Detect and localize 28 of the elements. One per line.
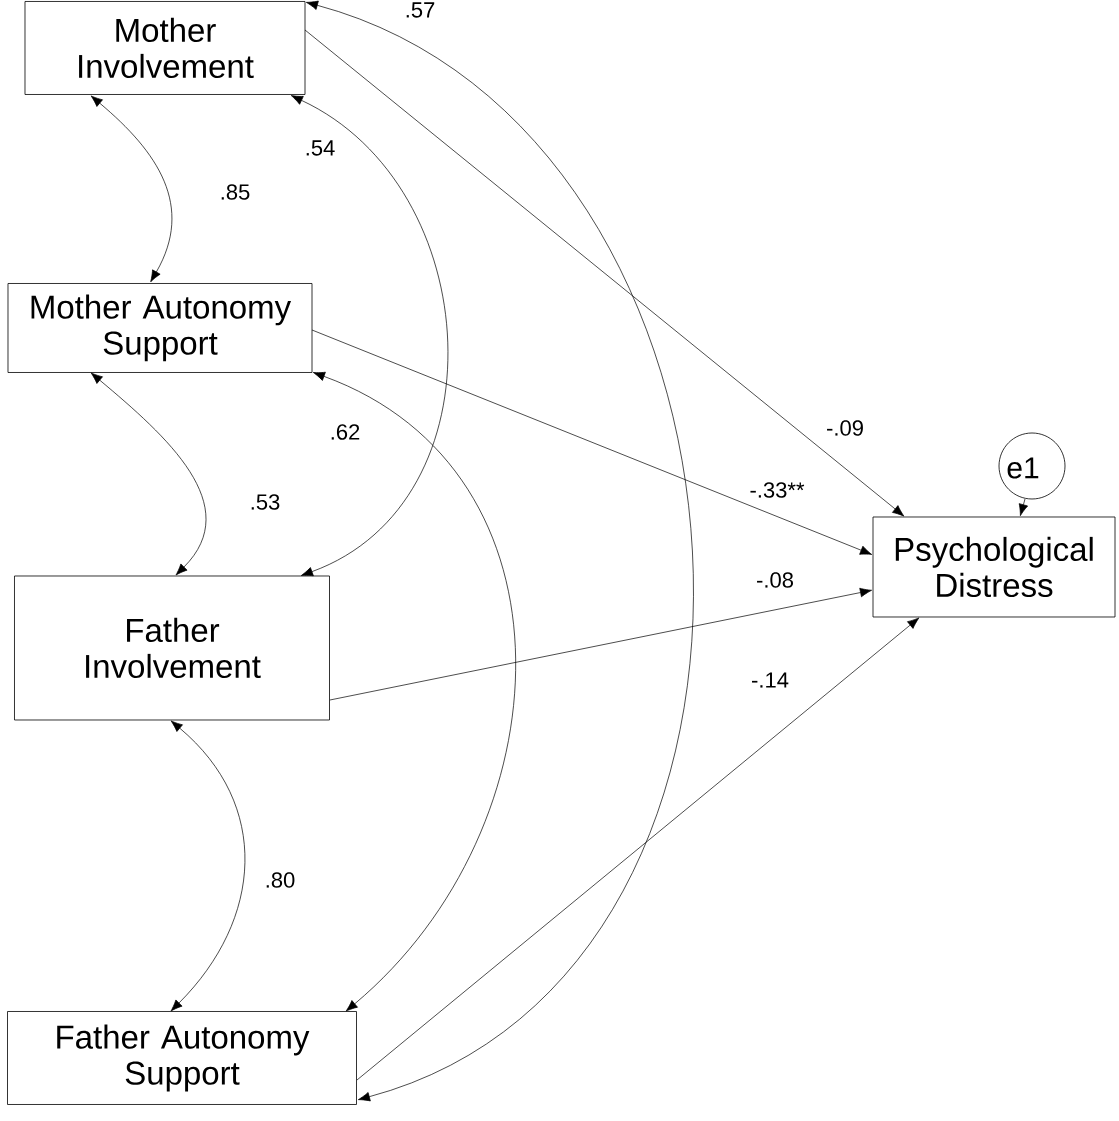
covariance-arrow <box>306 0 693 1102</box>
edge-label: -.14 <box>750 671 790 689</box>
variable-box: Father Autonomy Support <box>7 1011 357 1105</box>
path-arrow <box>304 29 905 517</box>
edge-label: .57 <box>403 1 437 19</box>
covariance-arrow <box>290 95 449 577</box>
edge-label: .53 <box>248 493 282 511</box>
edge-label: -.09 <box>825 419 865 437</box>
path-arrow <box>356 617 920 1081</box>
path-arrow <box>311 329 873 555</box>
covariance-arrow <box>90 372 207 576</box>
variable-box: Mother Involvement <box>24 1 306 95</box>
covariance-arrow <box>170 720 246 1012</box>
variable-box: Mother Autonomy Support <box>7 283 313 373</box>
error-label: e1 <box>1007 457 1039 479</box>
covariance-arrow <box>312 371 516 1012</box>
edge-label: .85 <box>218 183 252 201</box>
edge-label: .62 <box>328 423 362 441</box>
variable-box: Father Involvement <box>14 575 330 721</box>
variable-box: Psychological Distress <box>872 516 1116 618</box>
edge-label: -.33** <box>748 481 806 499</box>
covariance-arrow <box>90 95 173 283</box>
path-arrow <box>1018 498 1028 516</box>
edge-label: -.08 <box>755 571 795 589</box>
edge-label: .54 <box>303 139 337 157</box>
edge-label: .80 <box>263 871 297 889</box>
error-circle <box>998 432 1066 500</box>
path-arrow <box>329 587 872 701</box>
